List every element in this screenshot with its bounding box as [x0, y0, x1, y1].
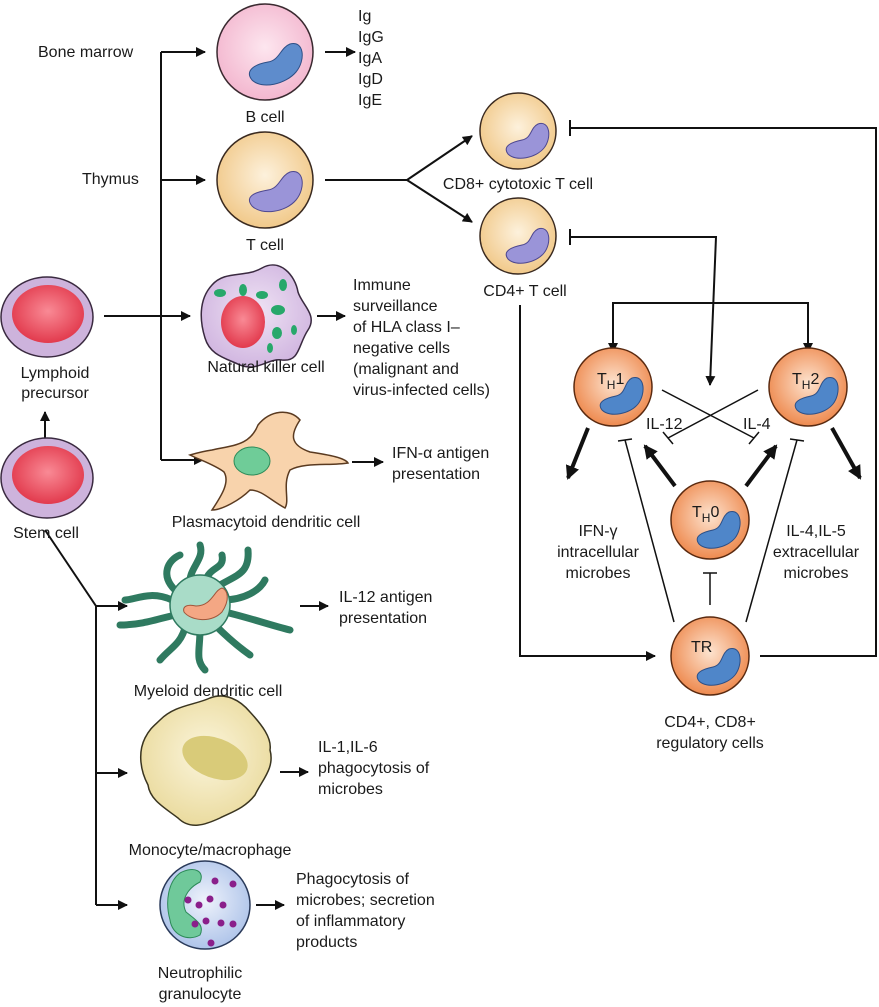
- th1-inhibits-th2-line: [661, 389, 755, 439]
- label-th0: TH0: [692, 504, 719, 525]
- b-cell-outputs: Ig IgG IgA IgD IgE: [358, 8, 384, 109]
- t-cell: [216, 131, 314, 229]
- label-pdc: Plasmacytoid dendritic cell: [172, 514, 361, 531]
- cd4-inhibition-line: [570, 236, 718, 386]
- mono-output-line: IL-1,IL-6: [318, 739, 378, 756]
- label-nk-cell: Natural killer cell: [207, 359, 324, 376]
- arrow-cd4-to-tr: [519, 305, 656, 661]
- neutrophilic-granulocyte: [159, 860, 251, 950]
- nk-outputs: Immune surveillance of HLA class I– nega…: [353, 277, 490, 399]
- th2-cell: [768, 347, 848, 427]
- stem-cell: [0, 437, 94, 519]
- arrow-th2-output: [830, 427, 862, 480]
- label-il4: IL-4: [743, 416, 771, 433]
- label-monocyte: Monocyte/macrophage: [129, 842, 292, 859]
- label-cd4: CD4+ T cell: [483, 283, 566, 300]
- tr-inhibits-th2-line: [745, 439, 798, 623]
- nk-output-line: surveillance: [353, 298, 438, 315]
- th1-output-line: microbes: [566, 565, 631, 582]
- th1-inhibits-th2-bar: [748, 431, 760, 445]
- label-stem-cell: Stem cell: [13, 525, 79, 542]
- output-igd: IgD: [358, 71, 383, 88]
- th2-inhibits-th1-line: [667, 389, 759, 439]
- nk-output-line: virus-infected cells): [353, 382, 490, 399]
- mdc-output-line: presentation: [339, 610, 427, 627]
- b-cell: [216, 3, 314, 101]
- neu-output-line: of inflammatory: [296, 913, 405, 930]
- label-bone-marrow: Bone marrow: [38, 44, 134, 61]
- arrow-to-cd8: [406, 135, 473, 181]
- label-b-cell: B cell: [245, 109, 284, 126]
- label-cd8: CD8+ cytotoxic T cell: [443, 176, 593, 193]
- mono-output-line: phagocytosis of: [318, 760, 430, 777]
- label-neutrophil-line1: Neutrophilic: [158, 965, 242, 982]
- stem-to-myeloid-line: [44, 529, 97, 607]
- nk-output-line: (malignant and: [353, 361, 459, 378]
- th-bracket-line: [612, 302, 809, 352]
- label-regulatory-line2: regulatory cells: [656, 735, 764, 752]
- tr-inhibits-th1-bar: [617, 438, 633, 442]
- cd4-t-cell: [479, 197, 557, 275]
- monocyte-macrophage: [140, 695, 272, 826]
- nk-output-line: negative cells: [353, 340, 450, 357]
- label-tr: TR: [691, 639, 712, 656]
- arrow-th0-to-th1: [643, 444, 677, 488]
- tr-regulatory-cell: [670, 616, 750, 696]
- label-th2: TH2: [792, 371, 819, 392]
- th2-output-line: microbes: [784, 565, 849, 582]
- mono-output-line: microbes: [318, 781, 383, 798]
- cd8-t-cell: [479, 92, 557, 170]
- output-ig: Ig: [358, 8, 371, 25]
- plasmacytoid-dendritic-cell: [187, 411, 350, 511]
- neu-output-line: microbes; secretion: [296, 892, 435, 909]
- th1-output-line: IFN-γ: [578, 523, 617, 540]
- nk-output-line: of HLA class I–: [353, 319, 460, 336]
- output-iga: IgA: [358, 50, 382, 67]
- th0-cell: [670, 480, 750, 560]
- th2-output-line: IL-4,IL-5: [786, 523, 846, 540]
- label-thymus: Thymus: [82, 171, 139, 188]
- th1-output-line: intracellular: [557, 544, 639, 561]
- natural-killer-cell: [200, 264, 312, 368]
- label-mdc: Myeloid dendritic cell: [134, 683, 283, 700]
- output-igg: IgG: [358, 29, 384, 46]
- label-il12: IL-12: [646, 416, 683, 433]
- tr-inhibits-cd8-line: [570, 127, 877, 657]
- myeloid-dc-body: [169, 574, 231, 636]
- arrow-to-cd4: [406, 179, 473, 223]
- label-lymphoid-line2: precursor: [21, 385, 89, 402]
- mdc-output-line: IL-12 antigen: [339, 589, 432, 606]
- pdc-output-line: IFN-α antigen: [392, 445, 489, 462]
- label-regulatory-line1: CD4+, CD8+: [664, 714, 756, 731]
- label-t-cell: T cell: [246, 237, 284, 254]
- th2-output-line: extracellular: [773, 544, 860, 561]
- tr-inhibits-th1-line: [624, 439, 675, 623]
- output-ige: IgE: [358, 92, 382, 109]
- label-neutrophil-line2: granulocyte: [159, 986, 242, 1003]
- label-th1: TH1: [597, 371, 624, 392]
- connectors: [40, 47, 877, 910]
- tr-inhibits-th2-bar: [789, 438, 805, 442]
- neu-output-line: products: [296, 934, 357, 951]
- th1-cell: [573, 347, 653, 427]
- label-lymphoid-line1: Lymphoid: [21, 365, 90, 382]
- arrow-th0-to-th2: [744, 444, 778, 488]
- th2-inhibits-th1-bar: [662, 431, 674, 445]
- nk-output-line: Immune: [353, 277, 411, 294]
- arrow-th1-output: [565, 427, 590, 480]
- neu-output-line: Phagocytosis of: [296, 871, 410, 888]
- lymphoid-precursor-cell: [0, 276, 94, 358]
- pdc-output-line: presentation: [392, 466, 480, 483]
